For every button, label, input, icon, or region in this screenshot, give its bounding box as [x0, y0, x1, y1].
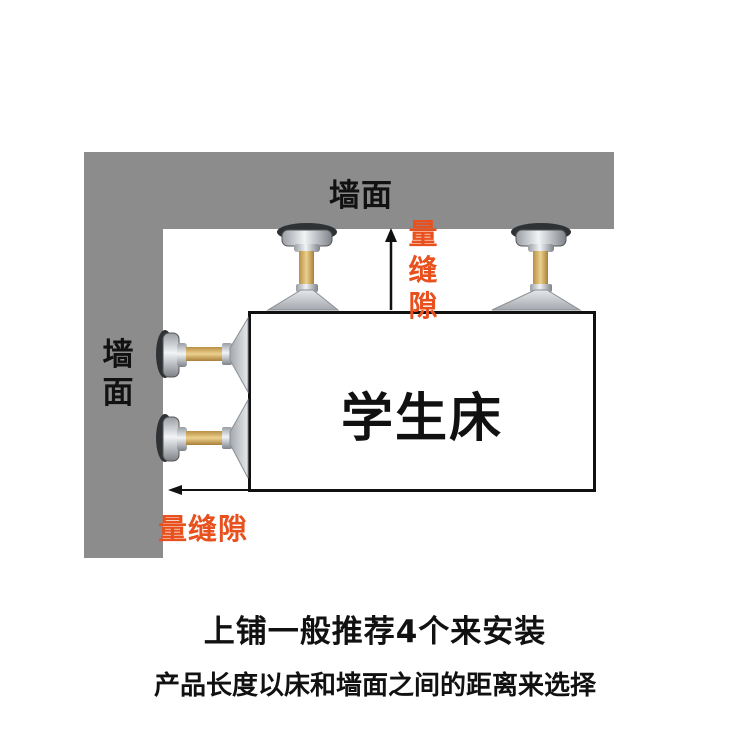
wall-left — [84, 152, 163, 558]
caption-recommendation: 上铺一般推荐4个来安装 — [203, 614, 547, 650]
caption-length-note: 产品长度以床和墙面之间的距离来选择 — [153, 671, 596, 701]
wall-top — [84, 152, 614, 229]
gap-arrow-vertical — [385, 228, 397, 310]
wall-label-top: 墙面 — [329, 178, 393, 214]
bed-stopper-top-right — [491, 223, 582, 311]
bed-stopper-left-lower — [156, 398, 249, 479]
bed-stopper-left-upper — [156, 316, 249, 394]
gap-label-vertical: 量缝隙 — [408, 217, 438, 323]
student-bed: 学生床 — [248, 311, 596, 492]
bed-stopper-top-left — [266, 223, 340, 311]
bed-label: 学生床 — [340, 389, 503, 449]
gap-arrow-horizontal — [168, 485, 248, 495]
wall-label-left: 墙面 — [102, 337, 134, 411]
gap-label-horizontal: 量缝隙 — [158, 512, 249, 546]
